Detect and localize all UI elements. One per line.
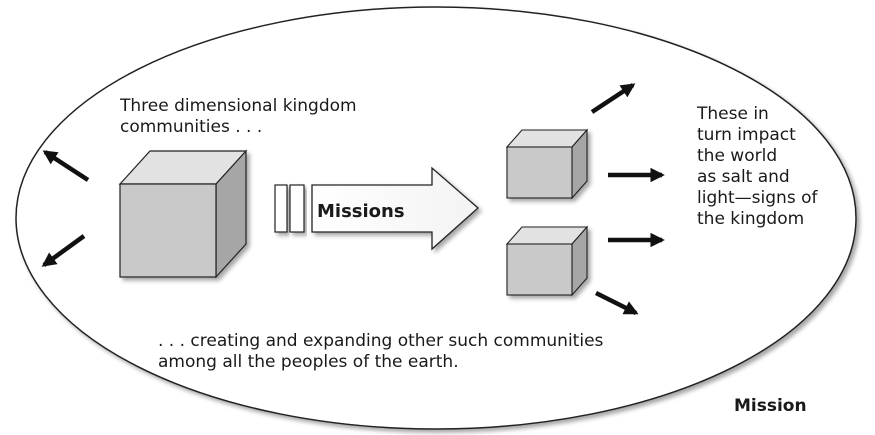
missions-arrow xyxy=(311,166,479,251)
arrow-left-down xyxy=(41,234,86,267)
small-cube-lower xyxy=(505,225,589,297)
arrow-left-up xyxy=(42,150,90,182)
intro-label: Three dimensional kingdom communities . … xyxy=(120,96,357,138)
impact-line-4: as salt and xyxy=(697,167,790,187)
impact-line-6: the kingdom xyxy=(697,209,805,229)
arrow-upper-right xyxy=(590,83,636,114)
missions-arrow-label: Missions xyxy=(317,201,405,222)
arrow-tail-bar-2 xyxy=(289,184,305,233)
impact-line-3: the world xyxy=(697,146,778,166)
arrow-lower-right xyxy=(594,290,639,316)
arrow-tail-bar-1 xyxy=(274,184,288,233)
large-cube xyxy=(118,149,248,279)
intro-line-1: Three dimensional kingdom xyxy=(120,96,357,116)
small-cube-upper xyxy=(505,128,589,200)
corner-label: Mission xyxy=(734,396,807,416)
bottom-line-2: among all the peoples of the earth. xyxy=(158,352,459,372)
impact-line-1: These in xyxy=(697,104,769,124)
bottom-line-1: . . . creating and expanding other such … xyxy=(158,331,604,351)
bottom-label: . . . creating and expanding other such … xyxy=(158,331,603,373)
large-cube-front xyxy=(119,183,217,278)
impact-line-5: light—signs of xyxy=(697,188,818,208)
intro-line-2: communities . . . xyxy=(120,117,263,137)
impact-label: These in turn impact the world as salt a… xyxy=(697,104,817,230)
impact-line-2: turn impact xyxy=(697,125,796,145)
